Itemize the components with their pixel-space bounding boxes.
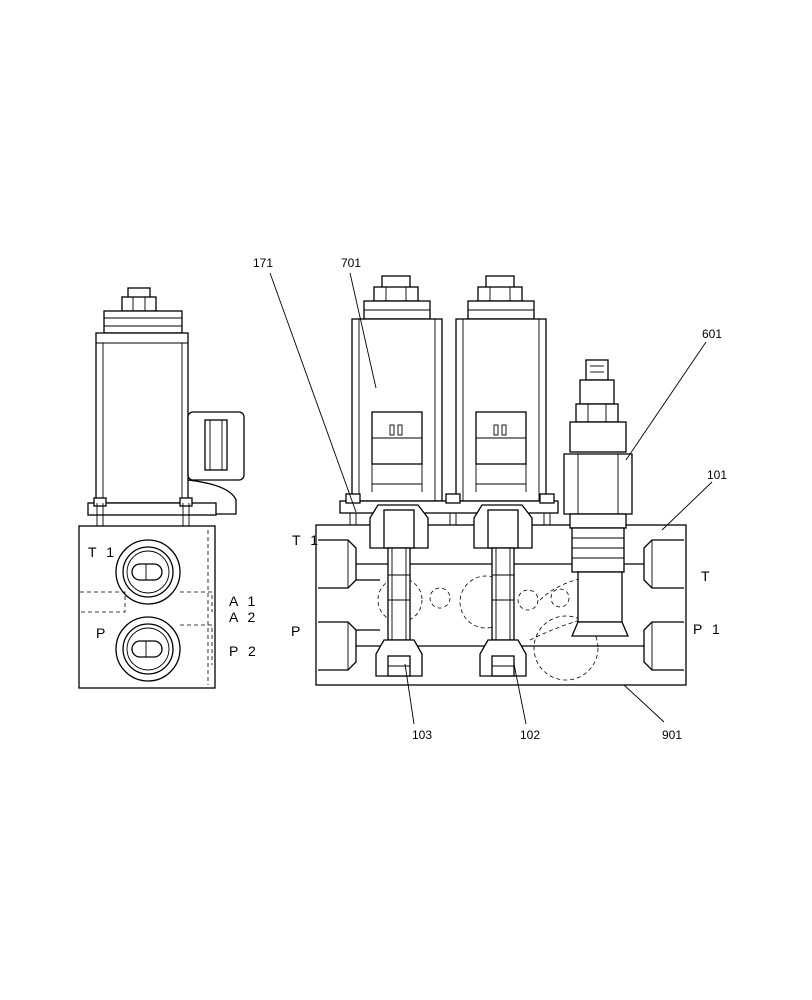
front-port-label-t1: T 1 [292,532,321,548]
side-port-label-t1: T 1 [88,544,117,560]
front-port-label-p: P [291,623,303,639]
callout-101: 101 [707,468,727,482]
leader-lines [269,272,713,725]
valve-side-view-icon [78,287,245,689]
callout-701: 701 [341,256,361,270]
callout-171: 171 [253,256,273,270]
side-port-label-p: P [96,625,108,641]
callout-601: 601 [702,327,722,341]
side-port-label-a1: A 1 [229,593,258,609]
valve-front-view-icon [315,275,687,686]
side-port-label-p2: P 2 [229,643,259,659]
callout-103: 103 [412,728,432,742]
front-port-label-p1: P 1 [693,621,723,637]
callout-102: 102 [520,728,540,742]
front-port-label-t: T [701,568,713,584]
callout-901: 901 [662,728,682,742]
side-port-label-a2: A 2 [229,609,258,625]
